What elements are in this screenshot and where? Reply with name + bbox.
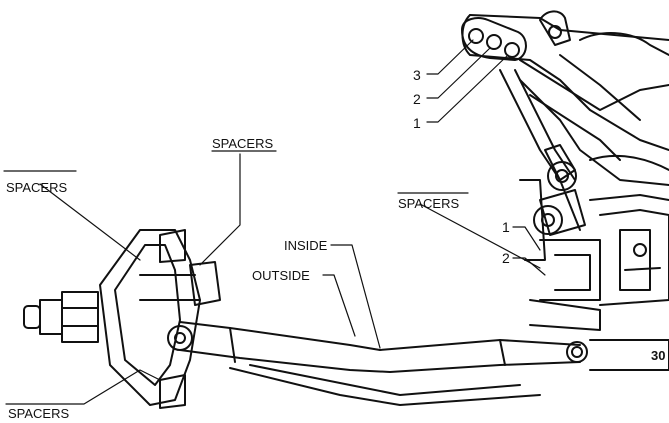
diagram-labels: SPACERS SPACERS SPACERS SPACERS INSIDE O… <box>6 67 665 421</box>
axle-nut <box>23 291 99 343</box>
hole-2 <box>486 34 502 50</box>
label-lower-1: 1 <box>502 219 510 235</box>
label-spacers-top-center: SPACERS <box>212 136 273 151</box>
label-inside: INSIDE <box>284 238 328 253</box>
hole-1 <box>504 42 520 58</box>
leader-lines <box>3 39 546 405</box>
label-spacers-right: SPACERS <box>398 196 459 211</box>
steering-knuckle <box>99 229 221 409</box>
hole-3 <box>468 28 484 44</box>
label-hole-2: 2 <box>413 91 421 107</box>
steering-link <box>179 321 669 406</box>
label-lower-2: 2 <box>502 250 510 266</box>
label-hole-1: 1 <box>413 115 421 131</box>
label-outside: OUTSIDE <box>252 268 310 283</box>
shock-body <box>519 144 669 331</box>
shock-mount-holes <box>461 17 527 61</box>
shock-tower <box>461 10 669 231</box>
label-hole-3: 3 <box>413 67 421 83</box>
label-spacers-bottom: SPACERS <box>8 406 69 421</box>
label-spacers-top-left: SPACERS <box>6 180 67 195</box>
label-part-fragment: 30 <box>651 348 665 363</box>
